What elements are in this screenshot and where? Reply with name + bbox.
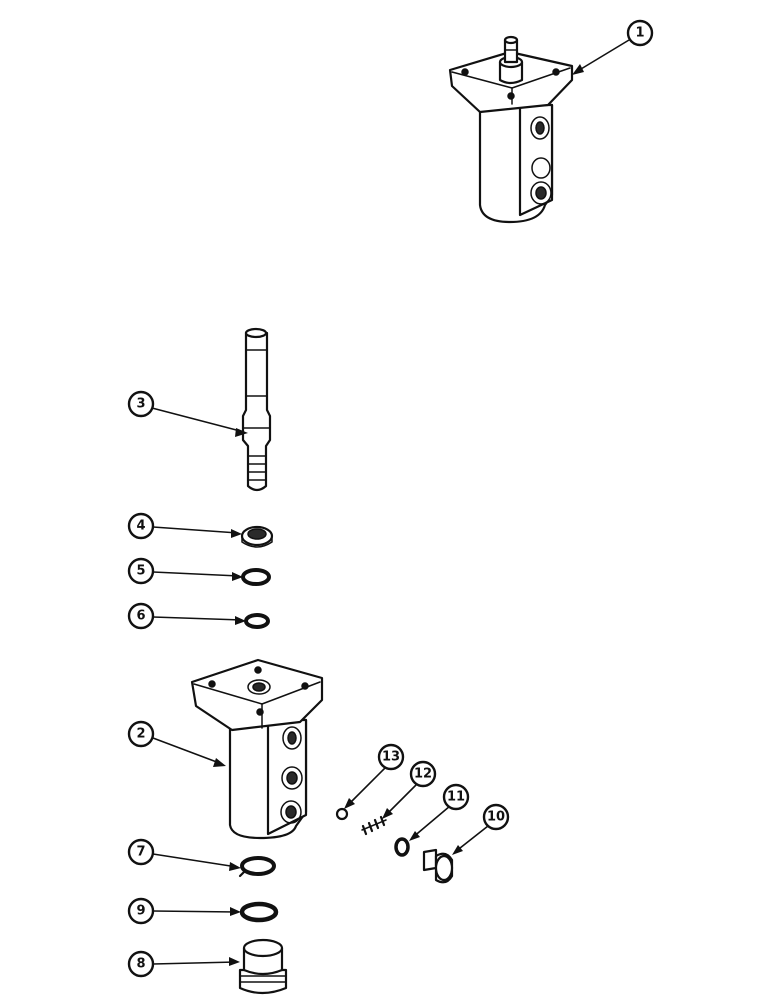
callout-13-label: 13 <box>382 750 400 765</box>
callout-11-label: 11 <box>447 790 465 805</box>
callout-10: 10 <box>452 803 510 855</box>
callout-7-label: 7 <box>136 845 145 860</box>
part-10-bolt <box>422 848 454 884</box>
part-13-ball <box>335 807 349 821</box>
part-6-o-ring <box>244 613 270 629</box>
callout-7: 7 <box>127 838 241 871</box>
callout-10-label: 10 <box>487 810 505 825</box>
callout-5-label: 5 <box>136 564 145 579</box>
part-11-washer <box>394 837 410 857</box>
part-5-o-ring <box>241 568 271 586</box>
callout-9-label: 9 <box>136 904 145 919</box>
callout-4: 4 <box>127 512 242 540</box>
part-12-spring <box>361 815 387 836</box>
callout-4-label: 4 <box>136 519 145 534</box>
callout-6: 6 <box>127 602 246 630</box>
callout-11: 11 <box>409 783 470 841</box>
callout-8-label: 8 <box>136 957 145 972</box>
callout-3: 3 <box>127 390 248 437</box>
callout-5: 5 <box>127 557 243 585</box>
part-2-valve-housing <box>190 658 324 840</box>
part-7-snap-ring <box>238 856 276 878</box>
part-4-seal <box>240 525 274 548</box>
callout-12-label: 12 <box>414 767 432 782</box>
callout-6-label: 6 <box>136 609 145 624</box>
callout-8: 8 <box>127 950 240 978</box>
callout-2-label: 2 <box>136 727 145 742</box>
callout-9: 9 <box>127 897 241 925</box>
callout-1-label: 1 <box>635 26 644 41</box>
callout-12: 12 <box>382 760 437 819</box>
callout-13: 13 <box>344 743 405 809</box>
callout-1: 1 <box>572 19 654 75</box>
part-1-valve-assembly <box>448 35 574 224</box>
callout-2: 2 <box>127 720 226 767</box>
callout-3-label: 3 <box>136 397 145 412</box>
part-3-spool <box>241 327 272 492</box>
part-8-plug <box>238 938 288 995</box>
part-9-o-ring <box>239 901 279 923</box>
